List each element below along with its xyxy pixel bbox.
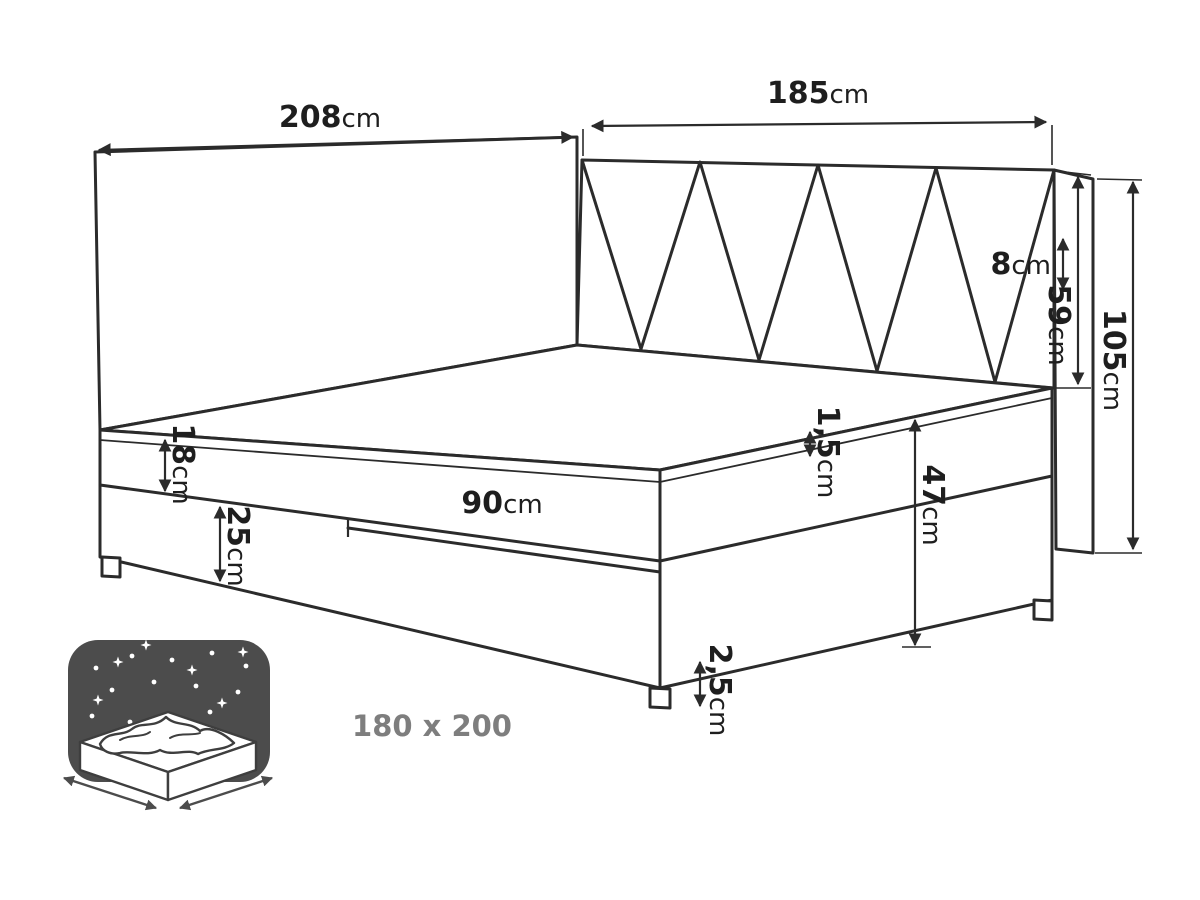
dim-label-topper-height: 1,5cm	[810, 406, 845, 499]
icon-blanket-fold	[169, 732, 201, 739]
dim-label-side-height: 47cm	[915, 464, 950, 545]
headboard-zigzag-pattern	[580, 158, 1056, 384]
drawer-seam	[346, 526, 662, 574]
stars	[89, 639, 249, 725]
dim-label-wall-length: 208cm	[279, 100, 381, 135]
dimension-lines	[97, 115, 1143, 708]
dim-label-mattress-height: 18cm	[165, 423, 200, 504]
ext-105-top	[1096, 178, 1143, 181]
dim-line-wall-length	[97, 130, 575, 157]
icon-length-arrow	[178, 775, 274, 811]
bed-leg	[1032, 598, 1054, 622]
dim-label-base-height: 25cm	[220, 505, 255, 586]
dim-label-headboard-thickness: 8cm	[991, 247, 1052, 282]
icon-width-arrow	[62, 775, 158, 811]
headboard-panel	[575, 158, 1056, 390]
icon-blanket-fold	[119, 731, 151, 741]
bed-leg	[648, 686, 672, 710]
icon-blanket	[98, 715, 236, 756]
ext-59-top	[1055, 170, 1092, 176]
dim-label-headboard-above-mattress: 59cm	[1041, 284, 1076, 365]
dim-label-headboard-width: 185cm	[767, 76, 869, 111]
bed-drawing	[93, 135, 1095, 710]
bed-size-label: 180 x 200	[352, 709, 512, 743]
dim-label-drawer-width: 90cm	[461, 486, 542, 521]
bed-size-icon: 180 x 200	[62, 639, 512, 811]
dim-line-headboard-width	[590, 115, 1048, 133]
bed-leg	[100, 555, 122, 579]
dimension-labels: 208cm 185cm 8cm 59cm 105cm 18cm 25cm 90c…	[165, 76, 1131, 736]
dim-label-total-height: 105cm	[1096, 309, 1131, 411]
dim-label-leg-height: 2,5cm	[702, 644, 737, 737]
